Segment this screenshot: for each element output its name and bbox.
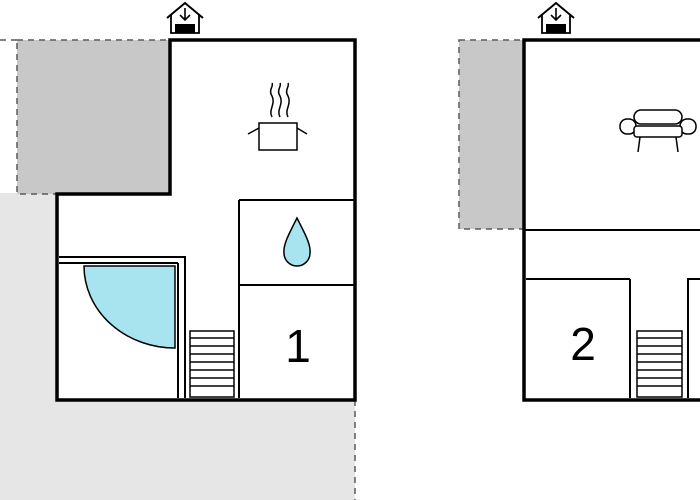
stairs-icon bbox=[636, 330, 683, 398]
floor-2-inner-walls bbox=[524, 229, 700, 398]
room-number-2: 2 bbox=[570, 318, 596, 370]
terrace-area bbox=[16, 39, 171, 195]
floor-1-inner-walls bbox=[59, 199, 355, 398]
entrance-icon bbox=[166, 1, 204, 34]
stairs-icon bbox=[189, 330, 235, 398]
cooking-pot-icon bbox=[247, 82, 308, 151]
floor-2-plan: 2 bbox=[458, 1, 700, 402]
floor-1-outer-wall bbox=[55, 38, 357, 402]
floor-1-plan: 1 bbox=[0, 1, 357, 500]
floor-2-outer-wall bbox=[522, 38, 700, 402]
sofa-icon bbox=[619, 109, 697, 153]
room-number-1: 1 bbox=[285, 320, 311, 372]
garden-area bbox=[0, 40, 355, 500]
entrance-icon bbox=[537, 1, 575, 34]
door-swing-icon bbox=[83, 265, 176, 349]
water-drop-icon bbox=[283, 216, 311, 267]
terrace-area-2 bbox=[458, 39, 525, 230]
